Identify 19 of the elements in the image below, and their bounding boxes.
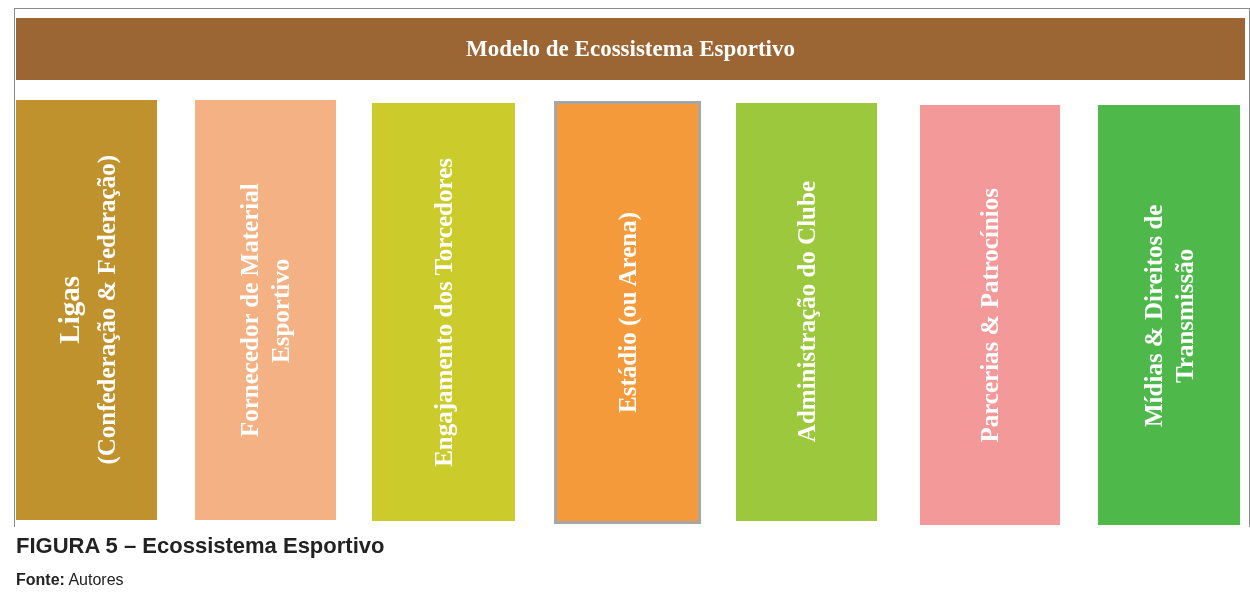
column-label: Fornecedor de Material Esportivo xyxy=(235,182,296,439)
title-band xyxy=(16,18,1245,80)
column-label: Administração do Clube xyxy=(791,181,821,443)
category-column xyxy=(1098,105,1240,525)
source-note: Fonte: Autores xyxy=(16,571,124,588)
category-column xyxy=(736,103,877,521)
category-column xyxy=(372,103,515,521)
column-label: Engajamento dos Torcedores xyxy=(428,157,458,467)
category-column xyxy=(195,100,336,520)
band-label: Modelo de Ecossistema Esportivo xyxy=(466,36,795,62)
column-label: Estádio (ou Arena) xyxy=(612,212,642,413)
category-column xyxy=(16,100,157,520)
figure-caption: FIGURA 5 – Ecossistema Esportivo xyxy=(16,533,385,559)
category-column xyxy=(554,101,701,524)
column-label: Mídias & Direitos de Transmissão xyxy=(1138,202,1199,429)
column-label: Ligas xyxy=(51,276,86,344)
category-column xyxy=(920,105,1060,525)
column-label: (Confederação & Federação) xyxy=(92,155,121,465)
column-label: Parcerias & Patrocínios xyxy=(975,187,1005,443)
